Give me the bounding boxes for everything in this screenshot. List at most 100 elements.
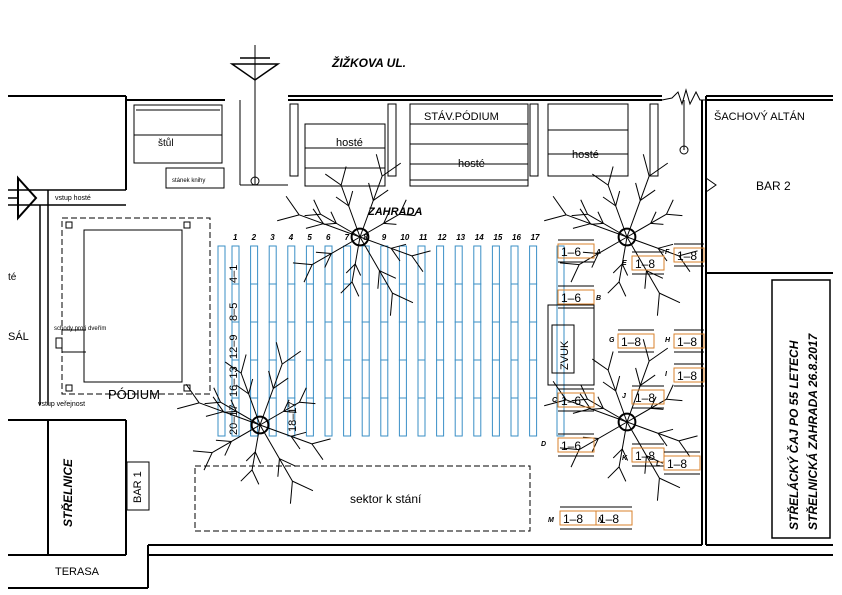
- table-cell: [398, 283, 407, 323]
- table-cell: [417, 283, 426, 323]
- group-range: 1–6: [561, 245, 581, 259]
- group-range: 1–8: [621, 335, 641, 349]
- main-stage: [55, 217, 211, 395]
- seating-group: A1–6: [557, 239, 601, 263]
- bar-1: [126, 461, 150, 511]
- table-cell: [361, 321, 370, 361]
- group-letter: E: [622, 260, 627, 267]
- title-line-1: STŘELÁCKÝ ČAJ PO 55 LETECH: [786, 340, 801, 530]
- table-cell: [287, 283, 296, 323]
- group-letter: H: [665, 337, 671, 344]
- table-cell: [417, 321, 426, 361]
- group-letter: L: [656, 461, 660, 468]
- bookstand-label: stánek knihy: [172, 178, 205, 184]
- table-cell: [510, 397, 519, 437]
- sound-booth: [547, 304, 595, 386]
- table-cell: [380, 359, 389, 399]
- table-cell: [250, 321, 259, 361]
- entrance-guests-label: vstup hosté: [55, 195, 91, 202]
- fence-gate: [661, 88, 706, 106]
- table-cell: [454, 397, 463, 437]
- table-cell: [305, 397, 314, 437]
- table-cell: [510, 283, 519, 323]
- table-number: 10: [400, 233, 409, 242]
- table-cell: [361, 283, 370, 323]
- table-number: 15: [493, 233, 502, 242]
- table-cell: [417, 397, 426, 437]
- table-cell: [491, 321, 500, 361]
- table-cell: [436, 245, 445, 285]
- table-cell: [473, 321, 482, 361]
- table-number: 6: [326, 233, 331, 242]
- table-cell: [436, 359, 445, 399]
- table-grid: [217, 245, 565, 437]
- group-letter: K: [622, 455, 628, 462]
- stage-label: PÓDIUM: [108, 387, 160, 402]
- group-letter: N: [598, 517, 604, 524]
- seating-group: H 1–8: [665, 329, 705, 353]
- group-letter: D: [541, 441, 546, 448]
- group-range: 1–8: [667, 457, 687, 471]
- title-line-2: STŘELNICKÁ ZAHRADA 26.8.2017: [805, 332, 820, 530]
- table-label: štůl: [158, 137, 174, 149]
- top-left-structures: [133, 100, 288, 189]
- stairs-label: schody proti dveřím: [54, 326, 106, 332]
- table-cell: [473, 245, 482, 285]
- table-number: 5: [307, 233, 312, 242]
- bar-2-label: BAR 2: [756, 179, 791, 193]
- group-range: 1–6: [561, 291, 581, 305]
- table-cell: [529, 397, 538, 437]
- table-cell: [417, 359, 426, 399]
- table-cell: [454, 321, 463, 361]
- table-cell: [491, 397, 500, 437]
- group-range: 1–8: [677, 335, 697, 349]
- table-cell: [343, 359, 352, 399]
- table-cell: [343, 321, 352, 361]
- table-cell: [529, 283, 538, 323]
- seating-group: L 1–8: [656, 451, 701, 475]
- row-range-short: 18–17: [287, 401, 299, 432]
- table-number: 13: [456, 233, 465, 242]
- table-cell: [380, 321, 389, 361]
- guests-label-3: hosté: [572, 149, 599, 161]
- seating-group: N1–8: [595, 506, 633, 530]
- table-cell: [417, 245, 426, 285]
- group-range: 1–6: [561, 394, 581, 408]
- table-cell: [529, 321, 538, 361]
- table-cell: [436, 397, 445, 437]
- side-table: [217, 245, 226, 437]
- guests-label-1: hosté: [336, 137, 363, 149]
- group-letter: G: [609, 337, 615, 344]
- group-range: 1–8: [563, 512, 583, 526]
- table-cell: [491, 245, 500, 285]
- table-cell: [287, 245, 296, 285]
- table-cell: [491, 283, 500, 323]
- street-name: ŽIŽKOVA UL.: [331, 55, 406, 70]
- entrance-guests: [8, 175, 126, 405]
- guests-label-2: hosté: [458, 158, 485, 170]
- table-number: 12: [438, 233, 447, 242]
- seating-group: G 1–8: [609, 329, 655, 353]
- table-cell: [268, 283, 277, 323]
- bar-2-door: [705, 177, 717, 193]
- tree: [177, 342, 331, 504]
- table-cell: [361, 359, 370, 399]
- table-cell: [287, 321, 296, 361]
- table-number: 8: [363, 233, 368, 242]
- table-cell: [510, 359, 519, 399]
- table-cell: [436, 321, 445, 361]
- existing-stage-label: STÁV.PÓDIUM: [424, 110, 499, 123]
- row-range: 16–13: [228, 366, 240, 397]
- hall-label: SÁL: [8, 330, 29, 343]
- group-letter: M: [548, 517, 554, 524]
- table-cell: [324, 359, 333, 399]
- row-range: 4–1: [228, 265, 240, 283]
- table-cell: [268, 245, 277, 285]
- seating-group: B1–6: [557, 285, 601, 309]
